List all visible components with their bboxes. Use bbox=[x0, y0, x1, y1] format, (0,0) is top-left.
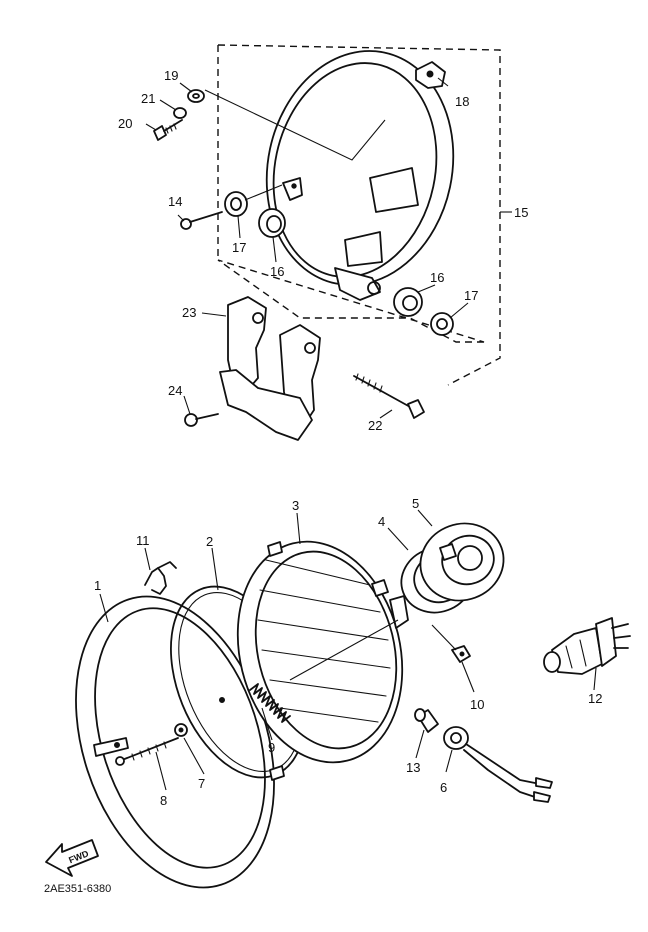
callout-22: 22 bbox=[368, 418, 382, 433]
callout-2: 2 bbox=[206, 534, 213, 549]
callout-10: 10 bbox=[470, 697, 484, 712]
pilot-bulb bbox=[414, 708, 439, 733]
upper-leader-lines bbox=[145, 77, 512, 419]
pilot-socket-wires bbox=[443, 726, 553, 803]
callout-14: 14 bbox=[168, 194, 182, 209]
housing-group-boundary bbox=[217, 44, 501, 386]
callout-17-left: 17 bbox=[232, 240, 246, 255]
callout-5: 5 bbox=[412, 496, 419, 511]
callout-13: 13 bbox=[406, 760, 420, 775]
adjusting-screw bbox=[115, 737, 179, 766]
socket-terminal-10 bbox=[451, 645, 471, 663]
callout-21: 21 bbox=[141, 91, 155, 106]
bolt-24 bbox=[184, 413, 219, 427]
headlight-housing bbox=[265, 50, 455, 301]
callout-18: 18 bbox=[455, 94, 469, 109]
headlight-rim bbox=[75, 595, 275, 889]
spring-washer-21 bbox=[173, 107, 187, 119]
callout-16-left: 16 bbox=[270, 264, 284, 279]
lower-leader-lines bbox=[99, 509, 597, 791]
through-bolt-22 bbox=[353, 373, 425, 419]
callout-1: 1 bbox=[94, 578, 101, 593]
callout-numbers: 19 21 20 18 15 14 17 16 16 17 23 24 22 3… bbox=[94, 68, 602, 808]
callout-15: 15 bbox=[514, 205, 528, 220]
callout-6: 6 bbox=[440, 780, 447, 795]
callout-9: 9 bbox=[268, 740, 275, 755]
callout-12: 12 bbox=[588, 691, 602, 706]
callout-4: 4 bbox=[378, 514, 385, 529]
nut-7 bbox=[174, 723, 188, 737]
collar-17-left bbox=[224, 191, 248, 217]
grommet-16-left bbox=[258, 208, 286, 238]
callout-24: 24 bbox=[168, 383, 182, 398]
callout-8: 8 bbox=[160, 793, 167, 808]
adjusting-spring bbox=[249, 619, 399, 723]
headlight-unit bbox=[236, 540, 409, 781]
collar-17-right bbox=[430, 312, 454, 336]
callout-3: 3 bbox=[292, 498, 299, 513]
callout-17-right: 17 bbox=[464, 288, 478, 303]
callout-16-right: 16 bbox=[430, 270, 444, 285]
dust-cover bbox=[419, 522, 505, 602]
housing-clip bbox=[415, 61, 446, 89]
callout-7: 7 bbox=[198, 776, 205, 791]
callout-11: 11 bbox=[136, 533, 150, 548]
bulb-spring-clip bbox=[144, 561, 177, 595]
grommet-16-right bbox=[393, 287, 423, 317]
diagram-code: 2AE351-6380 bbox=[44, 883, 111, 895]
callout-20: 20 bbox=[118, 116, 132, 131]
callout-19: 19 bbox=[164, 68, 178, 83]
bolt-20 bbox=[153, 119, 183, 141]
screw-14 bbox=[180, 211, 223, 230]
halogen-bulb bbox=[543, 617, 631, 675]
washer-19 bbox=[187, 89, 205, 103]
callout-23: 23 bbox=[182, 305, 196, 320]
forward-direction-arrow: FWD bbox=[45, 839, 99, 877]
headlight-bracket bbox=[219, 296, 321, 441]
